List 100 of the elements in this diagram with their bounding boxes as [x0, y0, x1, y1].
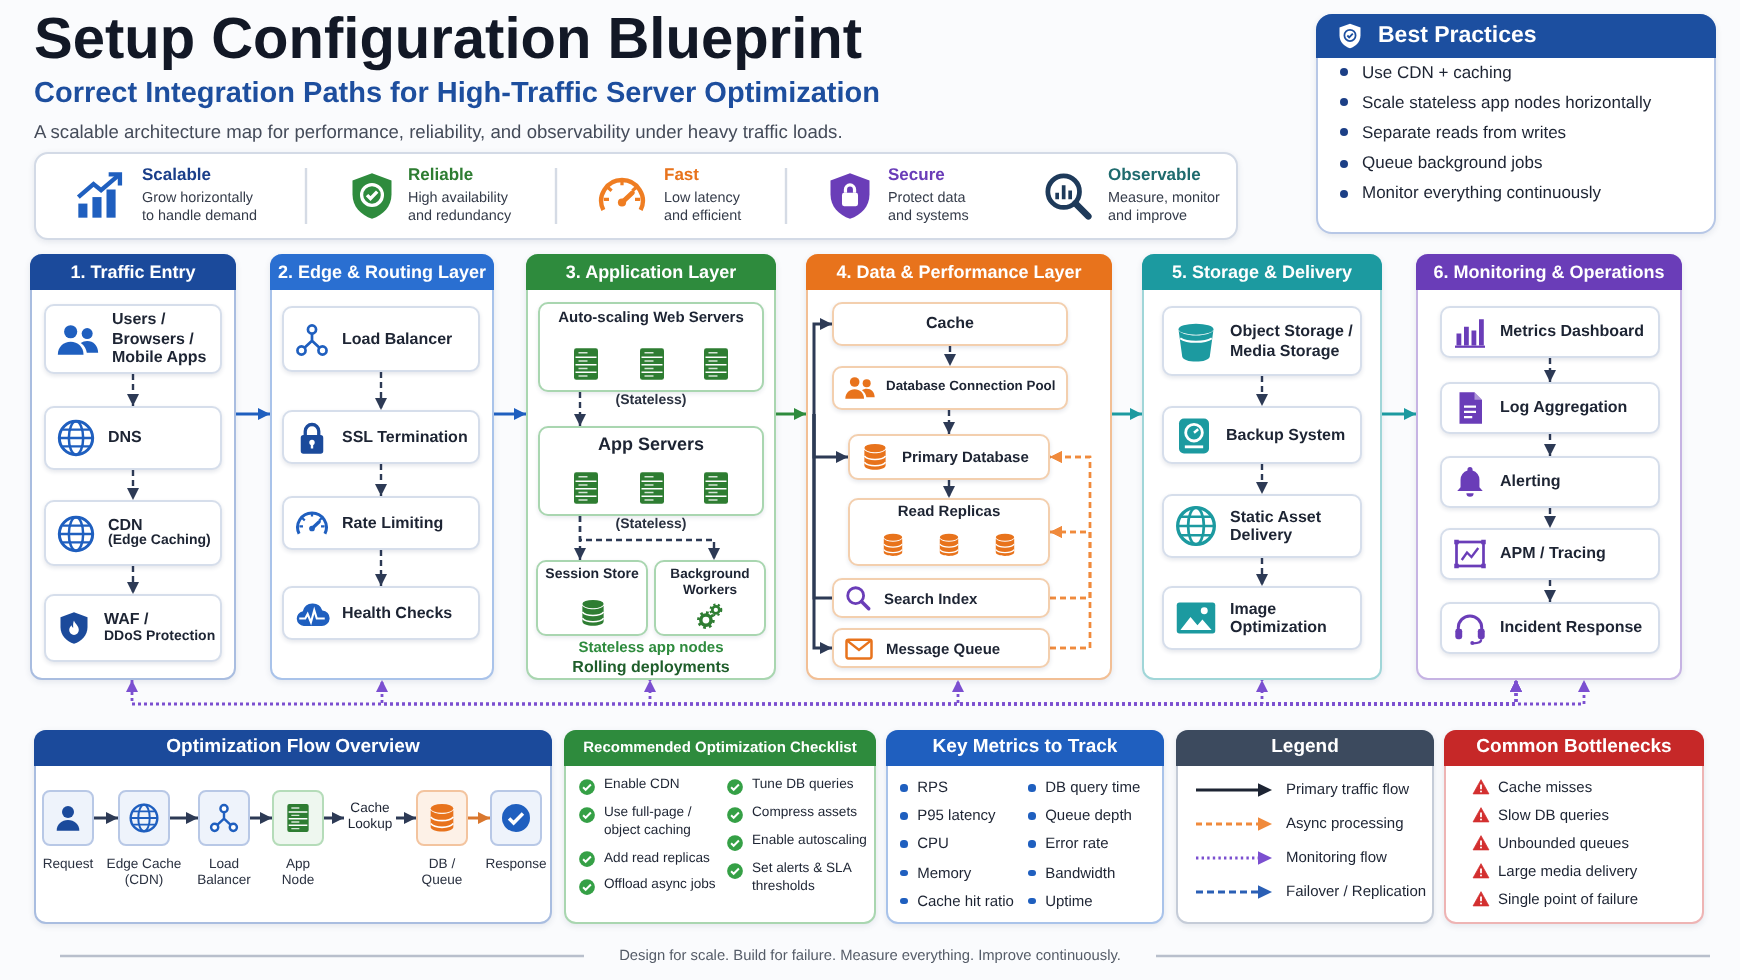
panel-heading: Legend — [1176, 730, 1434, 766]
step-tile — [42, 790, 94, 846]
service-card — [1440, 456, 1660, 508]
dashed-arrow — [375, 550, 387, 586]
service-label: Image Optimization — [1230, 599, 1329, 637]
service-card — [1162, 406, 1362, 464]
service-group-box — [654, 560, 766, 636]
info-panel — [1444, 730, 1704, 924]
description: A scalable architecture map for performance, reliability, and observability under heavy traffic loads. — [34, 120, 843, 144]
arrow — [812, 414, 832, 654]
list-item: Scale stateless app nodes horizontally — [1362, 92, 1652, 114]
dashed-arrow — [1050, 526, 1092, 650]
step-tile — [198, 790, 250, 846]
service-card — [1162, 494, 1362, 558]
dashed-arrow — [574, 392, 586, 426]
panel-heading: Optimization Flow Overview — [34, 730, 552, 766]
service-label: Static Asset Delivery — [1230, 507, 1323, 545]
feature-title: Scalable — [142, 164, 211, 186]
panel-heading: 1. Traffic Entry — [30, 254, 236, 290]
layer-panel — [526, 254, 776, 680]
info-panel — [34, 730, 552, 924]
service-label: WAF / — [104, 610, 149, 629]
service-group-box — [848, 498, 1050, 566]
feature-title: Observable — [1108, 164, 1201, 186]
arrow — [94, 812, 118, 824]
dashed-arrow — [1256, 558, 1268, 586]
service-group-box — [538, 302, 764, 392]
layer-panel — [1416, 254, 1682, 680]
panel-heading: Key Metrics to Track — [886, 730, 1164, 766]
service-label: APM / Tracing — [1500, 544, 1606, 564]
info-panel — [886, 730, 1164, 924]
arrow — [494, 408, 526, 420]
service-label: Log Aggregation — [1500, 398, 1628, 418]
service-label: Incident Response — [1500, 618, 1643, 638]
arrow — [1112, 408, 1142, 420]
page-title: Setup Configuration Blueprint — [34, 8, 863, 74]
service-card — [832, 366, 1068, 410]
info-panel — [564, 730, 876, 924]
feature-title: Reliable — [408, 164, 474, 186]
step-tile — [416, 790, 468, 846]
dashed-arrow — [375, 464, 387, 496]
service-card — [832, 578, 1050, 618]
arrow — [468, 812, 490, 824]
service-label: Health Checks — [342, 603, 453, 623]
list-item: Use CDN + caching — [1362, 62, 1512, 83]
service-card — [44, 594, 222, 662]
dashed-arrow — [578, 516, 720, 560]
service-label: CDN — [108, 515, 143, 534]
arrow — [170, 812, 198, 824]
service-card — [282, 496, 480, 550]
arrow — [236, 408, 270, 420]
panel-heading: 5. Storage & Delivery — [1142, 254, 1382, 290]
arrow — [1382, 408, 1416, 420]
layer-panel — [270, 254, 494, 680]
arrow — [812, 318, 832, 414]
service-card — [1162, 306, 1362, 376]
layer-panel — [30, 254, 236, 680]
step-tile — [118, 790, 170, 846]
dashed-arrow — [375, 372, 387, 410]
list-item: Queue background jobs — [1362, 152, 1543, 174]
service-card — [848, 434, 1050, 480]
service-label: DNS — [108, 428, 142, 448]
service-card — [44, 500, 222, 566]
panel-heading: 3. Application Layer — [526, 254, 776, 290]
dashed-arrow — [943, 410, 955, 434]
service-label: Cache — [925, 314, 974, 334]
panel-heading: 6. Monitoring & Operations — [1416, 254, 1682, 290]
feature-strip — [34, 152, 1238, 240]
arrow — [250, 812, 272, 824]
service-label: Users / Browsers / Mobile Apps — [112, 310, 209, 368]
feature-title: Secure — [888, 164, 945, 186]
service-group-box — [536, 560, 648, 636]
service-label: Object Storage / Media Storage — [1230, 322, 1355, 360]
service-card — [282, 306, 480, 372]
service-label: Rate Limiting — [342, 513, 444, 533]
dashed-arrow — [1256, 680, 1522, 706]
arrow — [324, 812, 344, 824]
arrow — [776, 408, 806, 420]
subtitle: Correct Integration Paths for High-Traffic Server Optimization — [34, 78, 880, 112]
service-card — [282, 586, 480, 640]
service-card — [1440, 382, 1660, 434]
service-label: Backup System — [1226, 425, 1346, 445]
list-item: Separate reads from writes — [1362, 122, 1567, 144]
dashed-arrow — [1544, 358, 1556, 382]
panel-heading: Best Practices — [1378, 22, 1537, 50]
dashed-arrow — [944, 346, 956, 366]
dashed-arrow — [1256, 464, 1268, 494]
step-tile — [490, 790, 542, 846]
practices-panel — [1316, 14, 1716, 234]
service-card — [832, 302, 1068, 346]
step-tile — [272, 790, 324, 846]
legend-panel — [1176, 730, 1434, 924]
dashed-arrow — [1256, 376, 1268, 406]
service-card — [44, 406, 222, 470]
layer-panel — [1142, 254, 1382, 680]
dashed-arrow — [127, 374, 139, 406]
panel-heading: 2. Edge & Routing Layer — [270, 254, 494, 290]
service-card — [1162, 586, 1362, 650]
service-label: Alerting — [1500, 472, 1561, 492]
dashed-arrow — [126, 680, 1590, 706]
